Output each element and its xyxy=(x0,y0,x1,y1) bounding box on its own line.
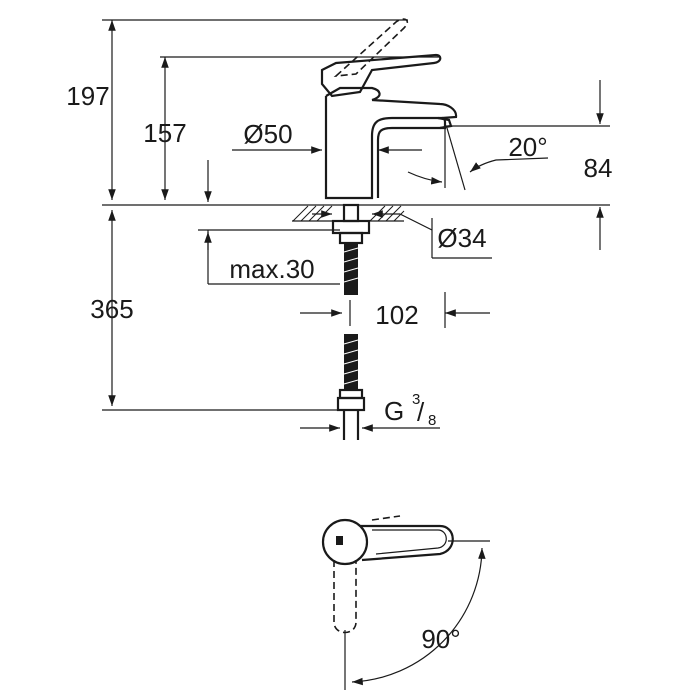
hole-diameter-label: Ø34 xyxy=(437,223,486,253)
lever-rotated-dashed xyxy=(333,560,357,634)
temperature-mark xyxy=(336,536,343,545)
thread-label-slash: / xyxy=(417,397,425,427)
spout-height-label: 157 xyxy=(143,118,186,148)
lever-raised-dashed xyxy=(333,18,409,78)
max-thickness-label: max.30 xyxy=(229,254,314,284)
mounting-washer xyxy=(331,219,371,235)
spout-angle-label: 20° xyxy=(508,132,547,162)
supply-hose-lower xyxy=(343,334,359,390)
hose-connector-nut-top xyxy=(338,388,364,400)
rotation-arc xyxy=(351,547,486,686)
top-view xyxy=(321,515,490,690)
thread-label-denominator: 8 xyxy=(428,412,436,429)
faucet-body xyxy=(324,86,458,200)
lever-top-view xyxy=(360,524,454,562)
lever-solid xyxy=(320,53,442,98)
angle-leader-right xyxy=(469,157,549,173)
mounting-stud xyxy=(342,203,360,223)
reach-label: 102 xyxy=(375,300,418,330)
outlet-height-label: 84 xyxy=(584,153,613,183)
body-diameter-label: Ø50 xyxy=(243,119,292,149)
hose-length-label: 365 xyxy=(90,294,133,324)
mounting-nut xyxy=(338,231,364,245)
thread-label-g: G xyxy=(384,396,404,426)
spout-angle-line xyxy=(446,127,466,191)
hose-connector-nut xyxy=(336,396,366,412)
supply-hose-upper xyxy=(343,243,359,295)
rotation-label: 90° xyxy=(421,624,460,654)
total-height-label: 197 xyxy=(66,81,109,111)
thread-label-numerator: 3 xyxy=(412,391,420,408)
body-circle xyxy=(321,518,369,566)
angle-arc-left xyxy=(407,171,443,185)
hole-diameter-leader xyxy=(399,213,433,231)
